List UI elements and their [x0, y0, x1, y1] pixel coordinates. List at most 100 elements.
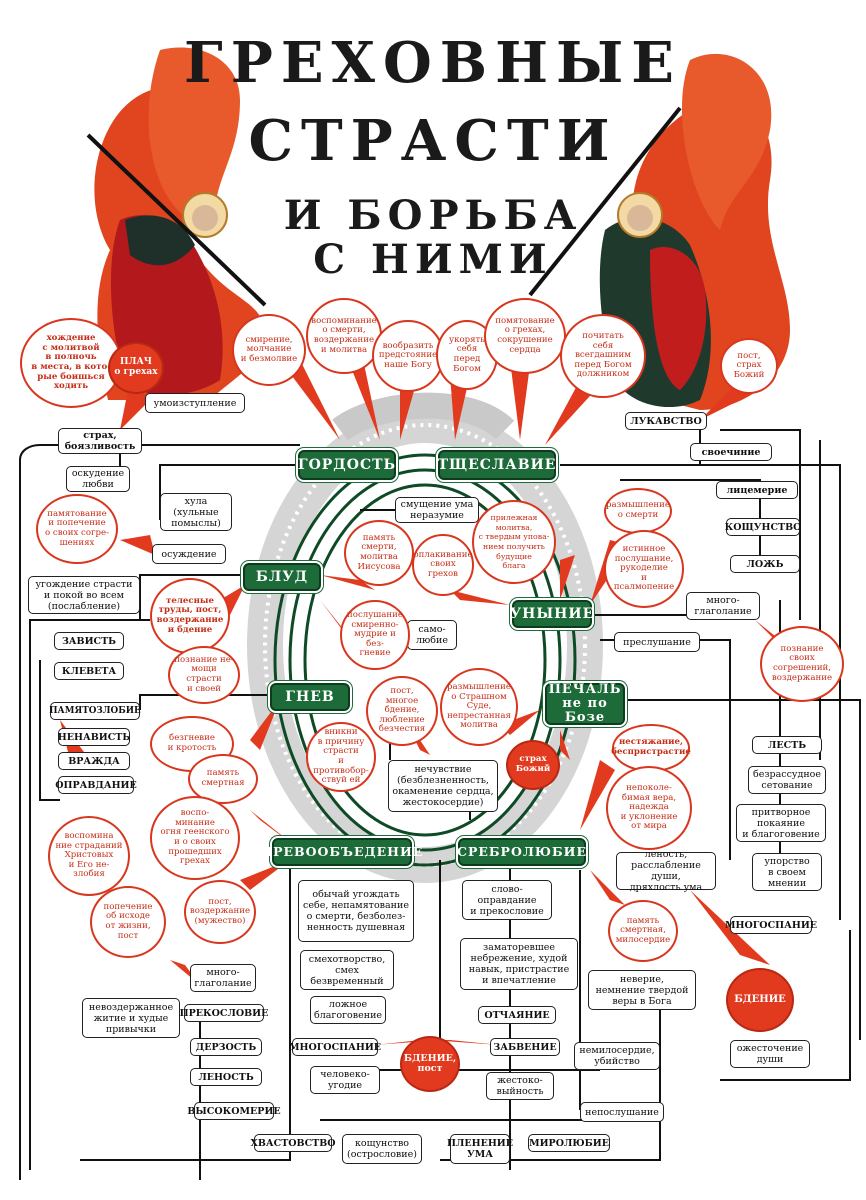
vice-hula: хула (хульные помыслы)	[160, 493, 232, 531]
vice-lozh: ЛОЖЬ	[730, 555, 800, 573]
virtue-hozhdenie: хождение с молитвой в полночь в места, в…	[20, 318, 122, 408]
virtue-post-mnogoe: пост, многое бдение, любление безчестия	[366, 676, 438, 746]
vice-mnogospanie-right: МНОГОСПАНИЕ	[725, 916, 817, 934]
vice-koshchunstvo: КОЩУНСТВО	[725, 518, 801, 536]
vice-bezrassudnoe: безрассудное сетование	[748, 766, 826, 794]
vice-oskudenie: оскудение любви	[66, 466, 130, 492]
vice-prekoslovie: ПРЕКОСЛОВИЕ	[180, 1004, 268, 1022]
passion-pride: ГОРДОСТЬ	[298, 450, 396, 480]
virtue-vospominanie-stradaniy: воспомина ние страданий Христовых и Его …	[48, 816, 130, 896]
vice-hvastovstvo: ХВАСТОВСТВО	[251, 1134, 336, 1152]
virtue-pamyat-smerti: память смерти, молитва Иисусова	[344, 520, 414, 586]
vice-neposlushanie: непослушание	[580, 1102, 664, 1122]
vice-nemiloserdie: немилосердие, убийство	[574, 1042, 660, 1070]
virtue-razmyshlenie-smerti: размышление о смерти	[604, 488, 672, 534]
vice-lukavstvo: ЛУКАВСТВО	[625, 412, 707, 430]
virtue-bezgnevie: безгневие и кротость	[150, 716, 234, 772]
vice-zamatorevshee: заматоревшее небрежение, худой навык, пр…	[460, 938, 578, 990]
vice-slovo-opravdanie: слово- оправдание и прекословие	[462, 880, 552, 920]
passion-lust: БЛУД	[243, 563, 321, 591]
vice-chelovekougodie: человеко- угодие	[310, 1066, 380, 1094]
vice-opravdanie: ОПРАВДАНИЕ	[55, 776, 137, 794]
vice-pritvornoe: притворное покаяние и благоговение	[736, 804, 826, 842]
vice-kleveta: КЛЕВЕТА	[54, 662, 124, 680]
virtue-popechenie: попечение об исходе от жизни, пост	[90, 886, 166, 958]
vice-nechuvstvie: нечувствие (безблезненность, окаменение …	[388, 760, 498, 812]
virtue-vospominanie-smerti: воспоминание о смерти, воздержание и мол…	[306, 298, 382, 374]
vice-lozhnoe: ложное благоговение	[310, 996, 386, 1024]
vice-smehotvorstvo: смехотворство, смех безвременный	[300, 950, 394, 990]
virtue-poznanie-nemoshchi: познание не- мощи страсти и своей	[168, 646, 240, 704]
vice-pamyatozlobie: ПАМЯТОЗЛОБИЕ	[49, 702, 141, 720]
title-line-3: И БОРЬБА	[283, 192, 583, 239]
virtue-voobrazit: вообразить предстояние наше Богу	[372, 320, 444, 392]
vice-ugozhdenie: угождение страсти и покой во всем (посла…	[28, 576, 140, 614]
vice-derzost: ДЕРЗОСТЬ	[190, 1038, 262, 1056]
passion-sorrow: ПЕЧАЛЬ не по Бозе	[545, 683, 625, 725]
vice-mnogoglagolanie: много- глаголание	[686, 592, 760, 620]
virtue-smirenie: смирение, молчание и безмолвие	[232, 314, 306, 386]
vice-mirolubie: МИРОЛЮБИЕ	[528, 1134, 610, 1152]
virtue-strah-bozhiy: страх Божий	[506, 740, 560, 790]
vice-zavist: ЗАВИСТЬ	[54, 632, 124, 650]
passion-anger: ГНЕВ	[270, 683, 350, 711]
virtue-ukoryat: укорять себя перед Богом	[436, 320, 498, 390]
right-angel-illustration	[528, 53, 790, 411]
vice-smushchenie: смущение ума неразумие	[395, 497, 479, 523]
vice-osuzhdenie: осуждение	[152, 544, 226, 564]
vice-preslushanie: преслушание	[614, 632, 700, 652]
vice-svoechinie: своечиние	[690, 443, 772, 461]
vice-lenost-rasslablenie: леность, расслабление души, дряхлость ум…	[616, 849, 716, 893]
vice-zabvenie: ЗАБВЕНИЕ	[490, 1038, 560, 1056]
virtue-plach: ПЛАЧ о грехах	[108, 342, 164, 394]
title-line-4: С НИМИ	[313, 236, 553, 283]
vice-obychai: обычай угождать себе, непамятование о см…	[298, 880, 414, 942]
vice-zhestokovyinost: жестоко- выйность	[486, 1072, 554, 1100]
virtue-bdenie-post: БДЕНИЕ, пост	[400, 1036, 460, 1092]
virtue-pamyat-miloserdie: память смертная, милосердие	[608, 900, 678, 962]
virtue-telesnye: телесные труды, пост, воздержание и бден…	[150, 578, 230, 654]
vice-lenost: ЛЕНОСТЬ	[190, 1068, 262, 1086]
passion-cycle-arrows	[273, 453, 577, 867]
virtue-poznanie-sogr: познание своих согрешений, воздержание	[760, 626, 844, 702]
virtue-bdenie: БДЕНИЕ	[726, 968, 794, 1032]
virtue-vospominanie-ognya: воспо- минание огня геенского и о своих …	[150, 796, 240, 880]
virtue-poslushanie: послушание смиренно- мудрие и без- гневи…	[340, 600, 410, 670]
passion-gluttony: ЧРЕВООБЪЕДЕНИЕ	[261, 838, 422, 866]
vice-nenavist: НЕНАВИСТЬ	[58, 728, 130, 746]
virtue-nestyazhanie: нестяжание, беспристрастие	[611, 724, 691, 772]
vice-vysokomerie: ВЫСОКОМЕРИЕ	[187, 1102, 281, 1120]
virtue-razmyshlenie-sud: размышление о Страшном Суде, непрестанна…	[440, 668, 518, 746]
vice-otchayanie: ОТЧАЯНИЕ	[478, 1006, 556, 1024]
vice-koshchunstvo-bottom: кощунство (острословие)	[342, 1134, 422, 1164]
virtue-pamyatovanie-sogr: памятование и попечение о своих согре- ш…	[36, 494, 118, 564]
vice-samolubie: само- любие	[407, 620, 457, 650]
passion-despondency: УНЫНИЕ	[510, 600, 593, 628]
vice-lest: ЛЕСТЬ	[752, 736, 822, 754]
virtue-nepokolebimaya: непоколе- бимая вера, надежда и уклонени…	[606, 766, 692, 850]
vice-nevozderzhannoe: невоздержанное житие и худые привычки	[82, 998, 180, 1038]
vice-mnogospanie: МНОГОСПАНИЕ	[289, 1038, 381, 1056]
passion-avarice: СРЕБРОЛЮБИЕ	[457, 838, 586, 866]
title-line-2: СТРАСТИ	[248, 108, 618, 174]
vice-mnogoglagolanie-left: много- глаголание	[190, 964, 256, 992]
virtue-post-vozderzhanie: пост, воздержание (мужество)	[184, 880, 256, 944]
vice-plenenie: ПЛЕНЕНИЕ УМА	[447, 1134, 513, 1164]
vice-vrazhda: ВРАЖДА	[58, 752, 130, 770]
title-line-1: ГРЕХОВНЫЕ	[184, 30, 682, 96]
virtue-istinnoe: истинное послушание, рукоделие и псалмоп…	[604, 530, 684, 608]
vice-uporstvo: упорство в своем мнении	[752, 853, 822, 891]
virtue-oplakivanie: оплакивание своих грехов	[412, 534, 474, 596]
virtue-pamyat-smertnaya: память смертная	[188, 754, 258, 804]
virtue-vniknut: вникни в причину страсти и противобор- с…	[306, 722, 376, 792]
virtue-pochitat: почитать себя всегдашним перед Богом дол…	[560, 314, 646, 398]
vice-licemerie: лицемерие	[716, 481, 798, 499]
vice-neverie: неверие, немнение твердой веры в Бога	[588, 970, 696, 1010]
virtue-pomyatovanie: помятование о грехах, сокрушение сердца	[484, 298, 566, 374]
virtue-post-strah: пост, страх Божий	[720, 338, 778, 394]
virtue-prilezhnaya: прилежная молитва, с твердым упова- нием…	[472, 500, 556, 584]
vice-umoizstuplenie: умоизступление	[145, 393, 245, 413]
vice-strah: страх, боязливость	[58, 428, 142, 454]
passion-vainglory: ТЩЕСЛАВИЕ	[438, 450, 556, 480]
